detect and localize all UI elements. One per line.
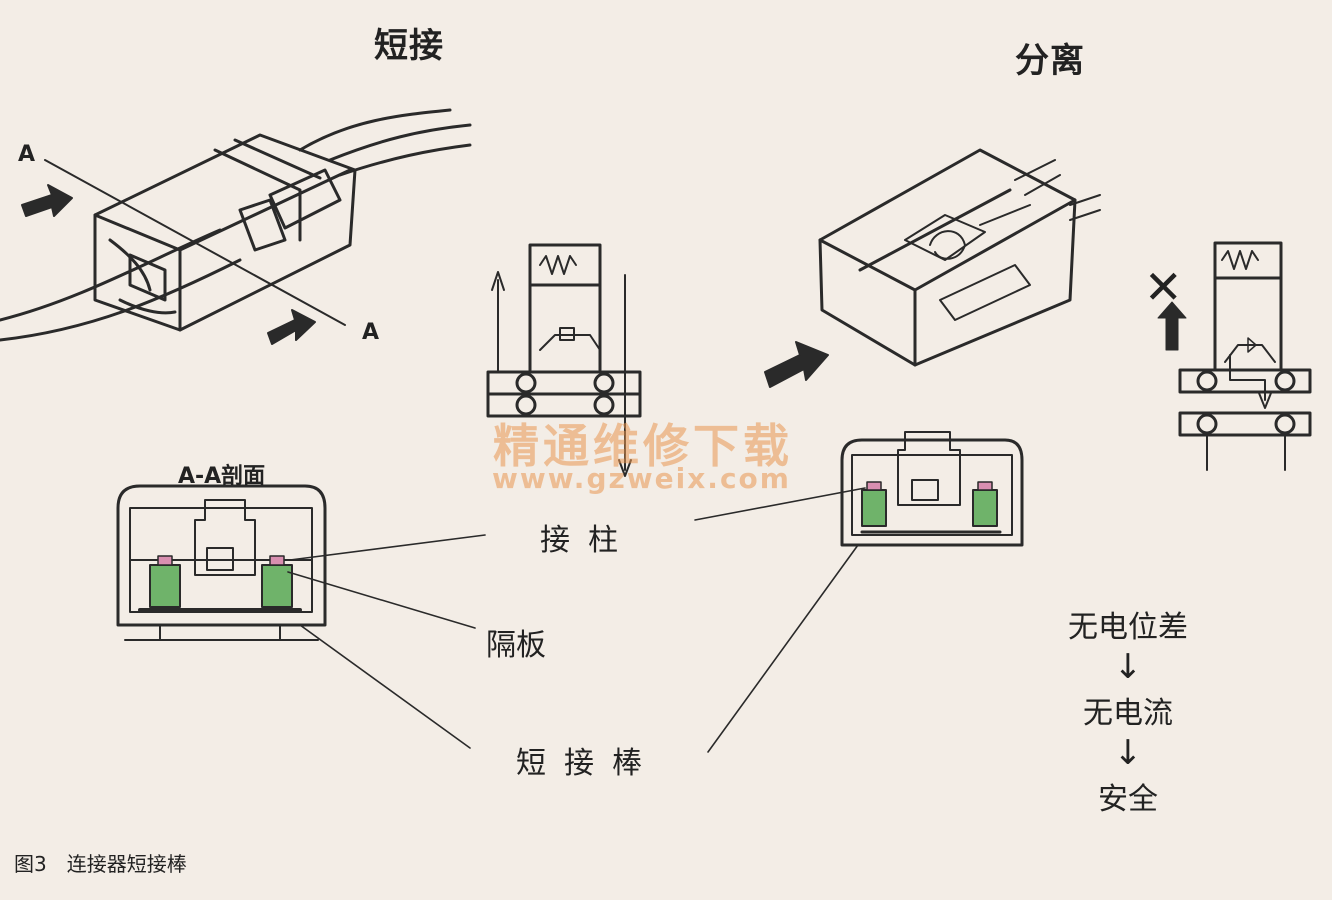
figure-caption: 图3 连接器短接棒 bbox=[14, 852, 187, 876]
separated-connector bbox=[818, 148, 1101, 367]
chain-arrow-2: ↓ bbox=[1113, 733, 1143, 773]
chain-step-no-current: 无电流 bbox=[1083, 696, 1173, 731]
section-a-a-title: A-A剖面 bbox=[178, 464, 266, 489]
blocked-current-arrow bbox=[1157, 301, 1187, 351]
watermark-url: www.gzweix.com bbox=[492, 462, 791, 495]
schematic-separated bbox=[1178, 241, 1312, 471]
chain-step-safe: 安全 bbox=[1098, 782, 1158, 817]
axis-a-bottom-label: A bbox=[362, 320, 380, 345]
cross-mark-icon: ✕ bbox=[1144, 260, 1183, 314]
partition-label: 隔板 bbox=[486, 628, 546, 663]
watermark-cn: 精通维修下载 bbox=[493, 419, 793, 473]
push-arrows bbox=[21, 184, 829, 388]
safety-chain: 无电位差 ↓ 无电流 ↓ 安全 bbox=[1053, 602, 1203, 818]
short-bar-label: 短接棒 bbox=[516, 746, 660, 781]
separated-title: 分离 bbox=[1015, 41, 1085, 81]
leader-lines bbox=[287, 487, 866, 753]
schematic-shorted bbox=[486, 243, 642, 477]
chain-arrow-1: ↓ bbox=[1113, 647, 1143, 687]
axis-a-top-label: A bbox=[18, 142, 36, 167]
shorted-title: 短接 bbox=[374, 26, 444, 66]
push-arrow-left bbox=[21, 184, 73, 217]
cross-section-shorted bbox=[116, 484, 327, 641]
chain-step-no-potential: 无电位差 bbox=[1068, 610, 1188, 645]
terminal-label: 接柱 bbox=[540, 523, 636, 558]
push-arrow-right bbox=[267, 309, 316, 345]
cross-section-separated bbox=[840, 431, 1024, 547]
shorted-connector-assembly bbox=[0, 108, 472, 342]
section-line-a-a bbox=[44, 159, 346, 326]
push-arrow-separated bbox=[764, 341, 829, 388]
